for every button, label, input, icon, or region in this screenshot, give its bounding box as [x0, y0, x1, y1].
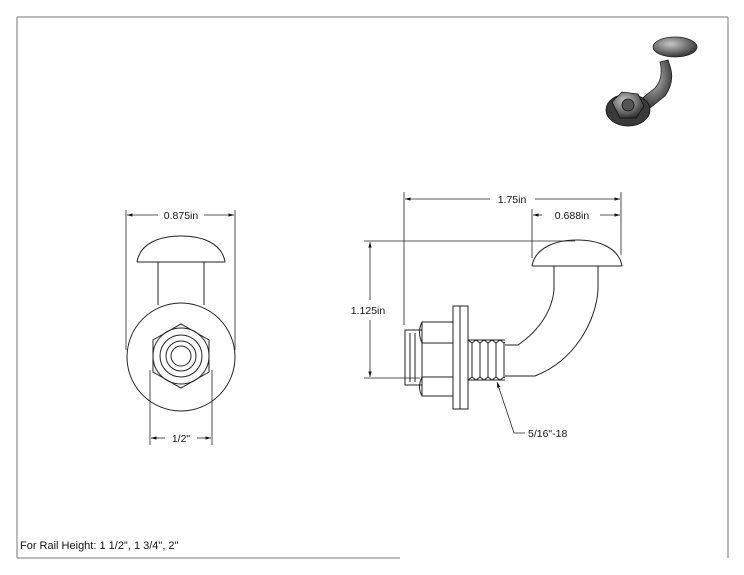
side-height-label: 1.125in: [351, 305, 386, 317]
side-view: [404, 239, 623, 410]
front-width-dimension: [125, 210, 236, 350]
side-head-offset-dimension: [531, 209, 620, 258]
side-height-dimension: [364, 240, 575, 379]
thread-spec-label: 5/16"-18: [528, 428, 567, 440]
isometric-preview: [605, 36, 698, 127]
front-width-label: 0.875in: [164, 210, 199, 222]
side-length-label: 1.75in: [498, 194, 527, 206]
side-head-offset-label: 0.688in: [555, 210, 590, 222]
front-view: [126, 235, 236, 412]
front-thread-label: 1/2": [172, 433, 191, 445]
sheet-border: [16, 16, 729, 559]
rail-height-note: For Rail Height: 1 1/2", 1 3/4", 2": [20, 540, 179, 552]
thread-callout-leader: [496, 381, 525, 434]
front-thread-dimension: [149, 370, 213, 445]
side-length-dimension: [403, 192, 622, 325]
